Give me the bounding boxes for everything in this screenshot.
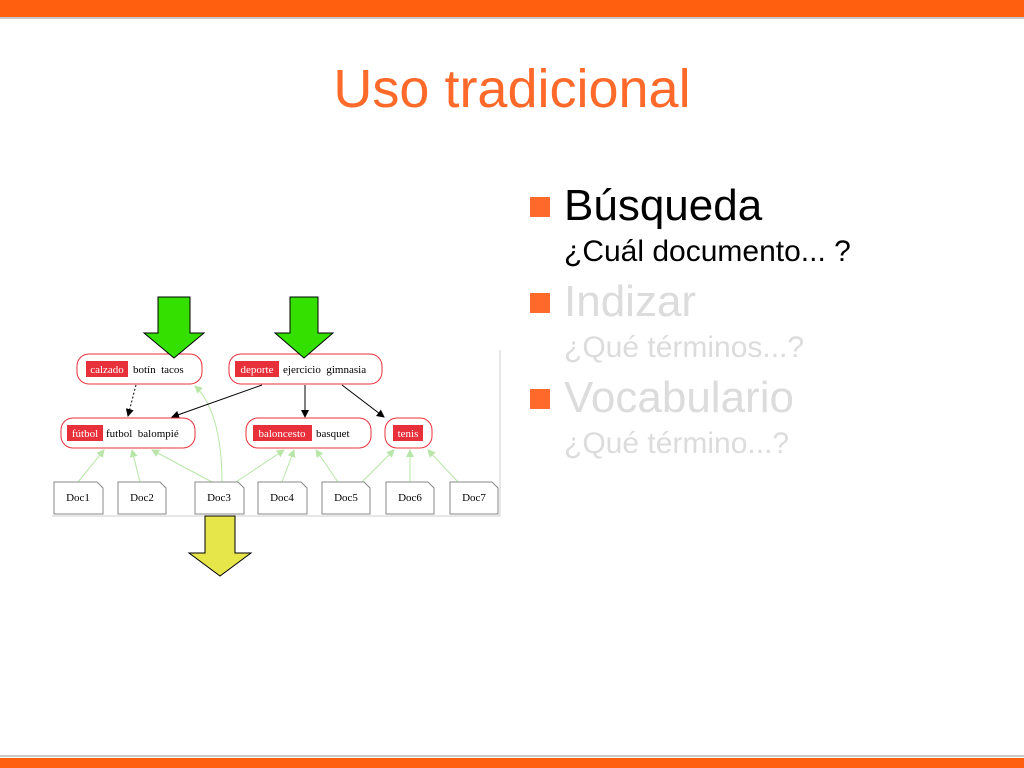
bullet-square-icon <box>530 197 550 217</box>
documents: Doc1 Doc2 Doc3 Doc4 Doc5 Doc6 Doc7 <box>53 481 499 515</box>
document-label: Doc7 <box>462 492 486 504</box>
concept-terms: basquet <box>316 428 350 440</box>
document-doc4: Doc4 <box>257 481 308 515</box>
concept-baloncesto: baloncesto basquet <box>245 417 372 449</box>
bullet-busqueda: Búsqueda ¿Cuál documento... ? <box>528 180 1008 270</box>
concept-label: deporte <box>241 364 274 376</box>
concept-calzado: calzado botín tacos <box>76 353 203 385</box>
document-doc2: Doc2 <box>117 481 167 515</box>
concept-futbol: fútbol futbol balompié <box>60 417 196 449</box>
document-links <box>77 385 459 483</box>
bullet-subtext: ¿Qué término...? <box>564 427 790 460</box>
concept-relations <box>125 384 385 419</box>
document-doc7: Doc7 <box>449 481 499 515</box>
concept-deporte: deporte ejercicio gimnasia <box>228 353 383 385</box>
concept-label: tenis <box>398 428 419 440</box>
top-divider <box>0 17 1024 19</box>
bullet-square-icon <box>530 389 550 409</box>
bullet-subtext: ¿Cuál documento... ? <box>564 235 851 268</box>
query-arrow-deporte-icon <box>273 296 335 359</box>
bottom-accent-bar <box>0 758 1024 768</box>
slide-title: Uso tradicional <box>333 59 691 119</box>
bullet-heading: Indizar <box>564 277 697 326</box>
concept-label: calzado <box>90 364 124 376</box>
bullet-vocabulario: Vocabulario ¿Qué término...? <box>528 372 1008 462</box>
document-label: Doc1 <box>66 492 90 504</box>
result-arrow-icon <box>187 515 253 577</box>
concept-terms: botín tacos <box>133 364 184 376</box>
concept-label: fútbol <box>72 428 98 440</box>
document-doc5: Doc5 <box>321 481 371 515</box>
concept-label: baloncesto <box>258 428 306 440</box>
concept-tenis: tenis <box>384 417 433 449</box>
document-label: Doc2 <box>130 492 154 504</box>
document-doc6: Doc6 <box>385 481 435 515</box>
query-arrow-calzado-icon <box>142 296 206 359</box>
bullet-heading: Vocabulario <box>564 373 794 422</box>
document-label: Doc4 <box>270 492 294 504</box>
top-accent-bar <box>0 0 1024 17</box>
bullet-indizar: Indizar ¿Qué términos...? <box>528 276 1008 366</box>
document-doc3: Doc3 <box>194 481 245 515</box>
document-label: Doc3 <box>207 492 231 504</box>
bullet-subtext: ¿Qué términos...? <box>564 331 805 364</box>
bullet-square-icon <box>530 293 550 313</box>
bullet-list: Búsqueda ¿Cuál documento... ? Indizar ¿Q… <box>528 180 1008 468</box>
document-doc1: Doc1 <box>53 481 104 515</box>
concept-terms: ejercicio gimnasia <box>283 364 366 376</box>
bullet-heading: Búsqueda <box>564 181 763 230</box>
bottom-divider <box>0 755 1024 757</box>
document-label: Doc5 <box>334 492 358 504</box>
document-label: Doc6 <box>398 492 422 504</box>
concept-terms: futbol balompié <box>106 428 179 440</box>
